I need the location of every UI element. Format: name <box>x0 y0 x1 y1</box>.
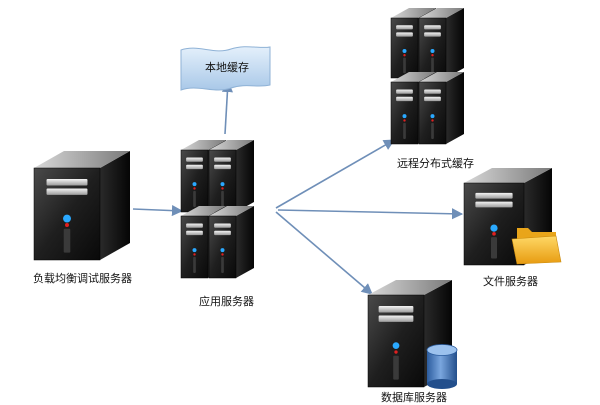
file-server-label: 文件服务器 <box>483 275 538 288</box>
folder-icon <box>511 228 562 265</box>
database-icon <box>426 344 458 389</box>
servers <box>33 8 552 388</box>
local-cache-flag-icon <box>180 46 271 91</box>
edge-app-to-remote-cache <box>275 139 395 209</box>
app-server-unit-4 <box>208 206 254 279</box>
edge-lb-to-app <box>132 204 184 217</box>
db-server-label: 数据库服务器 <box>381 391 447 404</box>
local-cache-label: 本地缓存 <box>205 61 249 74</box>
remote-cache-label: 远程分布式缓存 <box>397 157 474 170</box>
remote-cache-unit-2 <box>418 8 464 79</box>
edges <box>132 80 464 295</box>
app-server-unit-2 <box>208 140 254 213</box>
edge-app-to-db-server <box>275 211 373 295</box>
app-server-label: 应用服务器 <box>199 295 254 308</box>
load-balancer-label: 负载均衡调试服务器 <box>33 272 132 285</box>
load-balancer-server-icon <box>33 151 130 261</box>
remote-cache-unit-4 <box>418 72 464 145</box>
edge-app-to-file-server <box>277 208 464 220</box>
edge-app-to-local-cache <box>221 80 234 135</box>
